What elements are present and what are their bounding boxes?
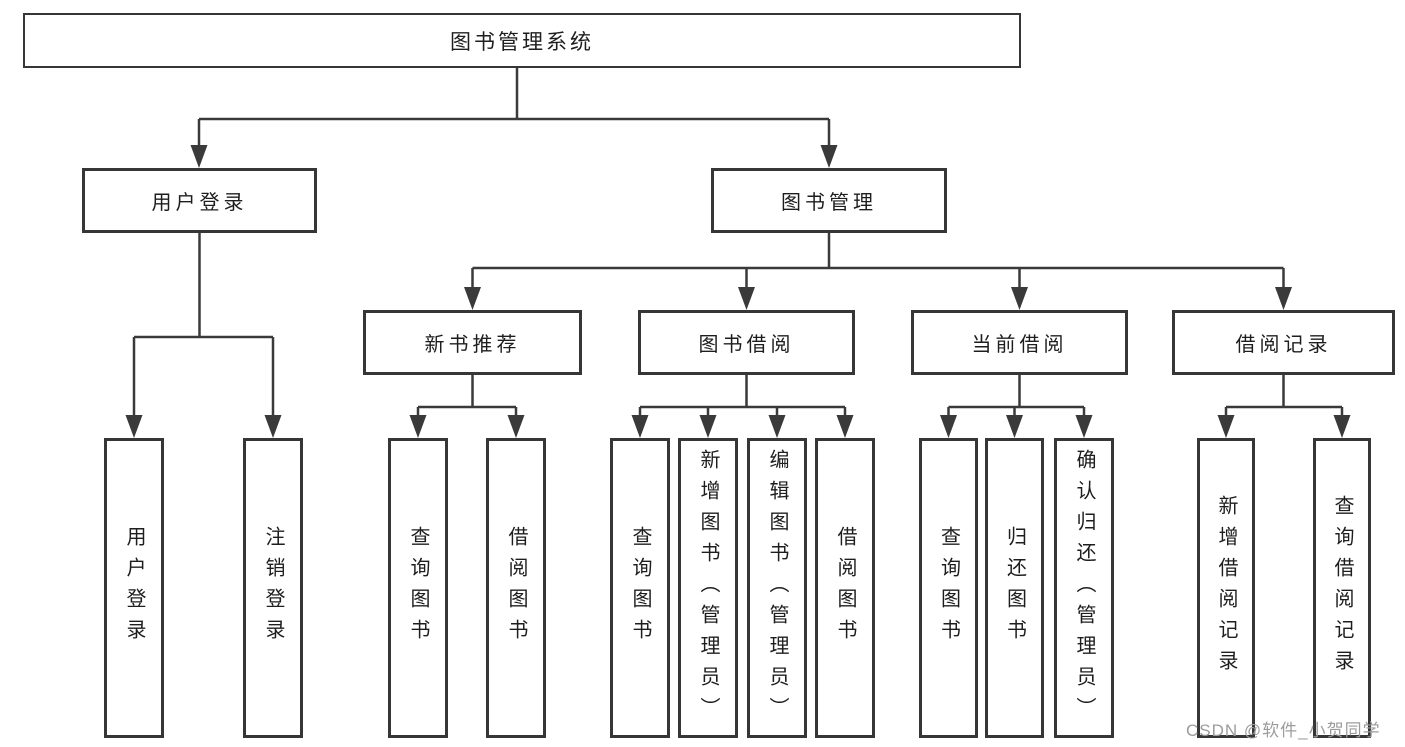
node-label: 新增图书（管理员） bbox=[697, 448, 719, 728]
node-new-book-recommend: 新书推荐 bbox=[363, 310, 582, 375]
node-label: 注销登录 bbox=[262, 526, 284, 650]
connector-borrow-record-children bbox=[1217, 375, 1351, 438]
node-label: 编辑图书（管理员） bbox=[766, 448, 788, 728]
node-leaf-add-books-admin: 新增图书（管理员） bbox=[678, 438, 738, 738]
node-root-library-system: 图书管理系统 bbox=[23, 13, 1021, 68]
node-borrow-record: 借阅记录 bbox=[1172, 310, 1395, 375]
node-label: 用户登录 bbox=[123, 526, 145, 650]
node-leaf-edit-books-admin: 编辑图书（管理员） bbox=[747, 438, 807, 738]
connector-book-borrow-children bbox=[631, 375, 854, 438]
node-label: 查询借阅记录 bbox=[1331, 495, 1353, 681]
node-leaf-logout: 注销登录 bbox=[243, 438, 303, 738]
node-leaf-query-books-3: 查询图书 bbox=[919, 438, 978, 738]
node-label: 查询图书 bbox=[937, 526, 960, 650]
node-book-management: 图书管理 bbox=[711, 168, 947, 233]
connector-current-borrow-children bbox=[940, 375, 1093, 438]
node-book-borrow: 图书借阅 bbox=[638, 310, 855, 375]
connector-user-login-children bbox=[125, 233, 282, 438]
node-label: 查询图书 bbox=[629, 526, 651, 650]
node-current-borrow: 当前借阅 bbox=[911, 310, 1128, 375]
node-user-login: 用户登录 bbox=[82, 168, 317, 233]
node-label: 借阅图书 bbox=[505, 526, 527, 650]
node-label: 图书管理系统 bbox=[450, 30, 594, 54]
csdn-watermark: CSDN @软件_小贺同学 bbox=[1186, 721, 1381, 740]
node-leaf-borrow-books-1: 借阅图书 bbox=[486, 438, 546, 738]
connector-root-to-level2 bbox=[190, 68, 838, 168]
node-label: 查询图书 bbox=[407, 526, 429, 650]
node-label: 图书管理 bbox=[781, 192, 877, 214]
node-leaf-query-borrow-record: 查询借阅记录 bbox=[1313, 438, 1371, 738]
node-leaf-query-books-1: 查询图书 bbox=[388, 438, 448, 738]
node-leaf-user-login: 用户登录 bbox=[104, 438, 164, 738]
node-label: 借阅图书 bbox=[834, 526, 856, 650]
node-leaf-query-books-2: 查询图书 bbox=[610, 438, 670, 738]
node-label: 图书借阅 bbox=[698, 334, 795, 356]
node-leaf-borrow-books-2: 借阅图书 bbox=[815, 438, 875, 738]
node-label: 归还图书 bbox=[1003, 526, 1026, 650]
node-leaf-add-borrow-record: 新增借阅记录 bbox=[1197, 438, 1255, 738]
node-label: 确认归还（管理员） bbox=[1073, 448, 1095, 728]
connector-book-management-children bbox=[464, 233, 1292, 310]
node-label: 当前借阅 bbox=[971, 334, 1068, 356]
node-leaf-return-books: 归还图书 bbox=[985, 438, 1044, 738]
node-label: 新书推荐 bbox=[424, 334, 521, 356]
node-leaf-confirm-return-admin: 确认归还（管理员） bbox=[1054, 438, 1114, 738]
connector-new-book-children bbox=[409, 375, 525, 438]
node-label: 新增借阅记录 bbox=[1215, 495, 1237, 681]
node-label: 用户登录 bbox=[151, 192, 248, 214]
node-label: 借阅记录 bbox=[1235, 334, 1332, 356]
